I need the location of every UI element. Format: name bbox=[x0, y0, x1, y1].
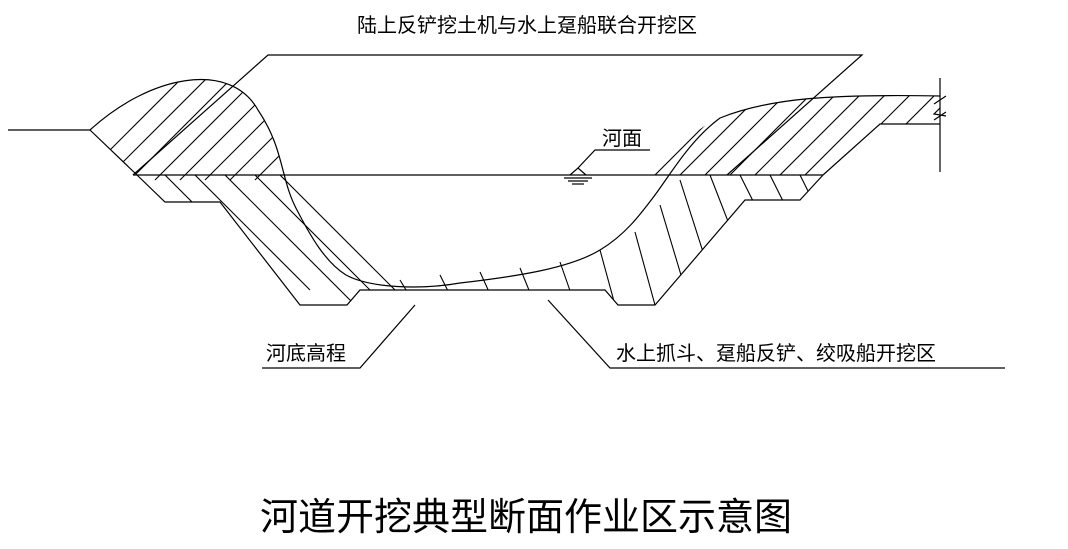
figure-caption: 河道开挖典型断面作业区示意图 bbox=[260, 495, 792, 539]
left-mound-curve bbox=[89, 79, 941, 288]
top-zone-label: 陆上反铲挖土机与水上趸船联合开挖区 bbox=[357, 13, 697, 37]
right-zone-label: 水上抓斗、趸船反铲、绞吸船开挖区 bbox=[616, 341, 936, 365]
right-mound-hatching bbox=[640, 95, 940, 175]
right-zone-leader bbox=[547, 299, 1005, 369]
work-plane-outline bbox=[132, 54, 864, 176]
water-label: 河面 bbox=[602, 126, 642, 150]
right-ground bbox=[822, 123, 940, 176]
bed-label-leader bbox=[262, 304, 416, 369]
bed-elevation-label: 河底高程 bbox=[266, 341, 346, 365]
channel-profile bbox=[136, 174, 824, 306]
water-label-leader bbox=[577, 149, 650, 169]
left-mound-base bbox=[89, 129, 138, 176]
break-symbol bbox=[932, 78, 947, 172]
